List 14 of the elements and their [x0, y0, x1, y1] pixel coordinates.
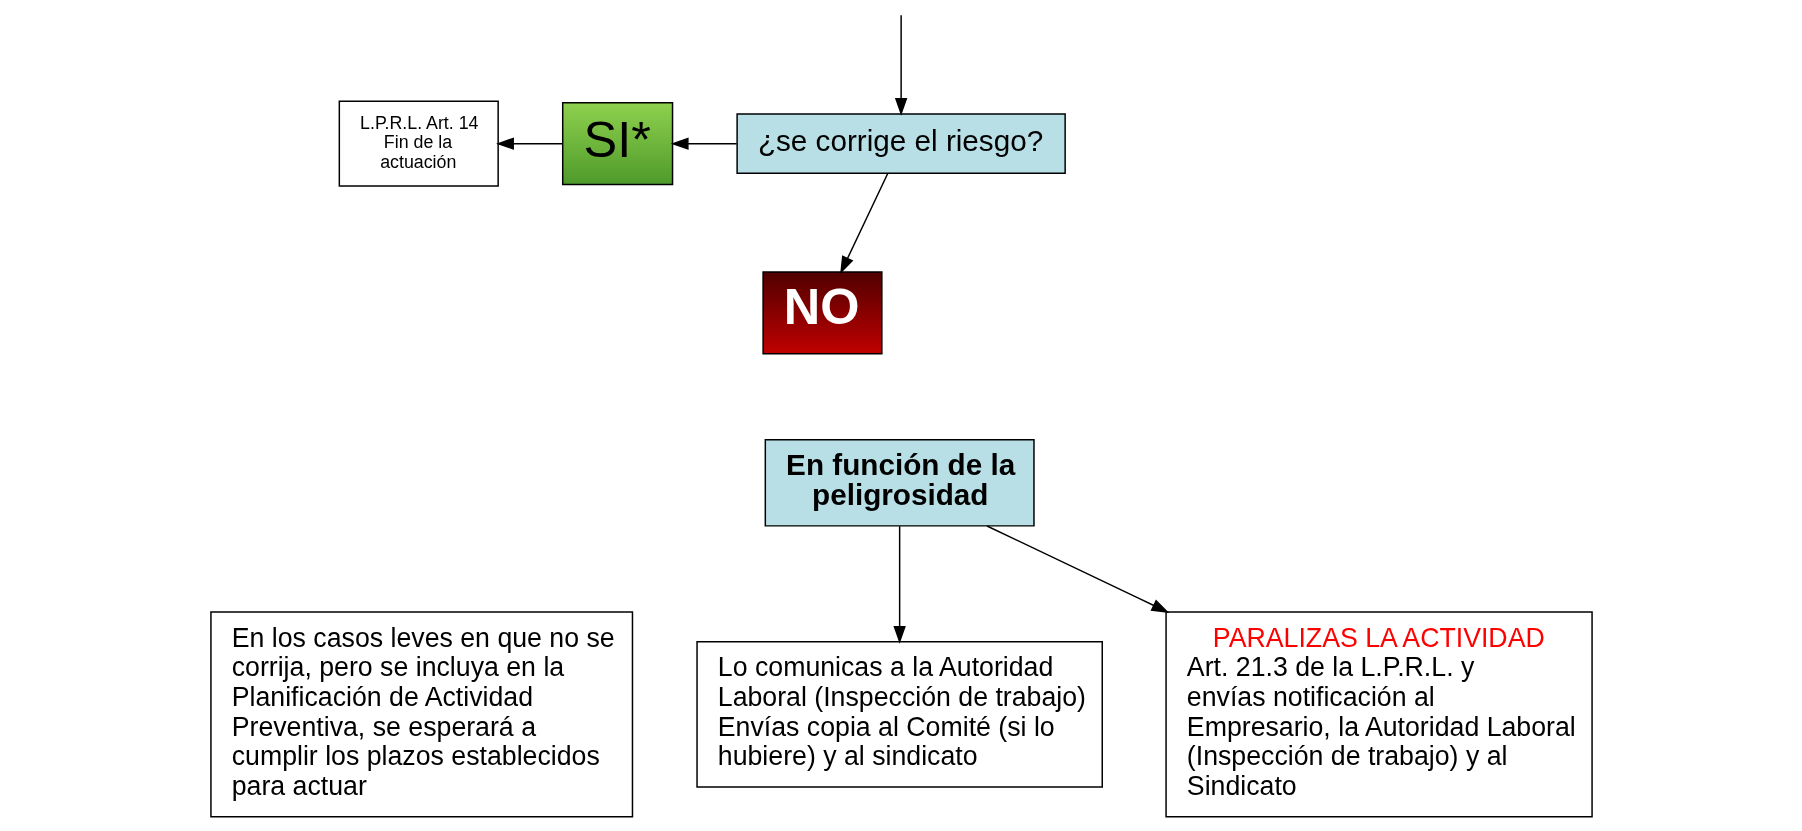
node-box: En función de la peligrosidad: [764, 439, 1035, 527]
arrow: [894, 14, 907, 116]
arrow: [985, 525, 1169, 613]
node-box: SI*: [561, 102, 673, 186]
node-box: L.P.R.L. Art. 14 Fin de la actuación: [338, 100, 499, 187]
node-box: En los casos leves en que no se corrija, pero se incluya en la Planificación de Actividad Preventiva, se esperará a cumplir los plazos establecidos para actuar: [209, 611, 633, 818]
node-box: Lo comunicas a la Autoridad Laboral (Inspección de trabajo) Envías copia al Comité (si lo hubiere) y al sindicato: [695, 640, 1103, 788]
arrow: [670, 137, 737, 150]
node-box: NO: [761, 271, 883, 355]
node-box: ¿se corrige el riesgo?: [735, 113, 1066, 175]
arrow: [892, 525, 906, 644]
arrow: [495, 137, 563, 150]
arrow: [839, 173, 888, 275]
node-box: PARALIZAS LA ACTIVIDAD Art. 21.3 de la L.P.R.L. y envías notificación al Empresario, la Autoridad Laboral (Inspección de trabajo) y al Sindicato: [1164, 611, 1593, 818]
